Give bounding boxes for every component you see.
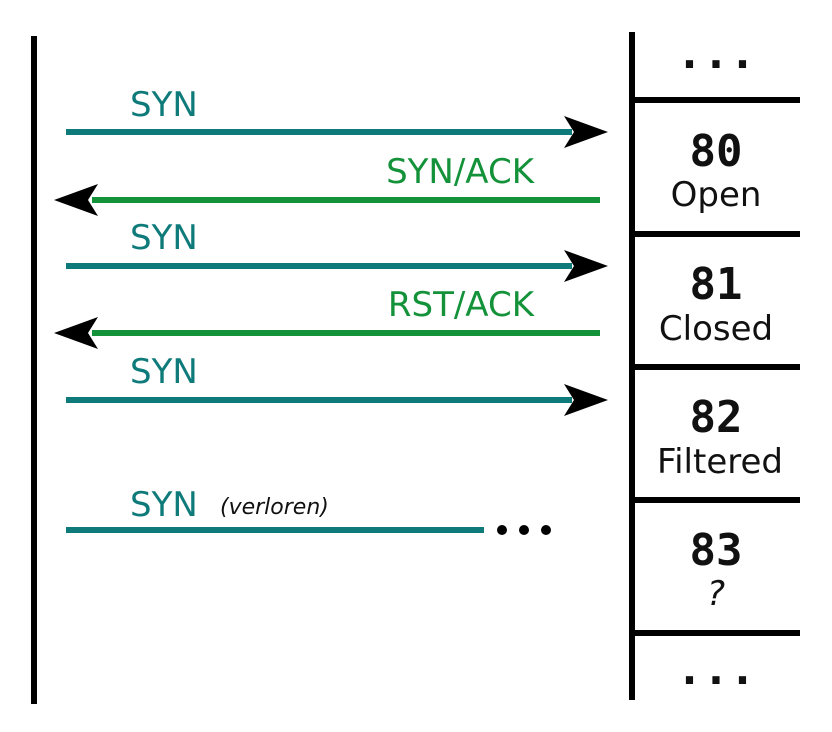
arrowhead-right-icon: [564, 250, 608, 282]
port-state: Filtered: [657, 442, 783, 482]
port-state: Closed: [659, 309, 773, 349]
message-label: SYN: [130, 485, 198, 525]
message-label: SYN: [130, 85, 198, 125]
message-label: SYN/ACK: [386, 152, 536, 192]
port-list-ellipsis-bottom: ...: [676, 644, 755, 695]
port-number: 82: [690, 392, 743, 443]
arrowhead-right-icon: [564, 116, 608, 148]
arrowhead-left-icon: [54, 184, 98, 216]
message-label: SYN: [130, 218, 198, 258]
port-state-unknown: ?: [707, 574, 725, 614]
port-list-ellipsis-top: ...: [676, 28, 755, 79]
port-number: 83: [690, 525, 743, 576]
arrowhead-left-icon: [54, 317, 98, 349]
port-state: Open: [671, 175, 762, 215]
ellipsis-dot: [541, 525, 551, 535]
port-number: 81: [690, 259, 743, 310]
port-number: 80: [690, 126, 743, 177]
ellipsis-dot: [519, 525, 529, 535]
message-label: SYN: [130, 352, 198, 392]
message-note: (verloren): [220, 495, 329, 520]
arrowhead-right-icon: [564, 384, 608, 416]
ellipsis-dot: [497, 525, 507, 535]
message-label: RST/ACK: [388, 285, 536, 325]
